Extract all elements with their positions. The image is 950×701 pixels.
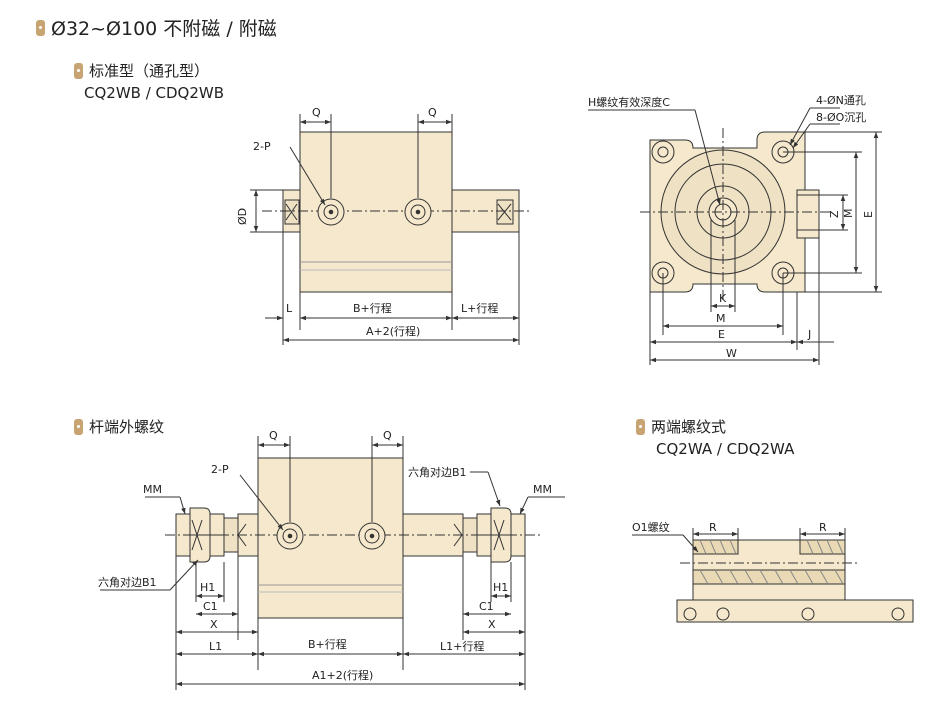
dim-b-stroke: B+行程 (353, 302, 392, 315)
dim-a1: A1+2(行程) (312, 669, 373, 682)
dim-x-left: X (210, 618, 218, 631)
dim-z: Z (828, 210, 841, 218)
dim-mm-right: MM (533, 483, 552, 496)
dim-h1-left: H1 (200, 581, 215, 594)
both-thread-labels: O1螺纹 R R (632, 520, 827, 534)
dim-w: W (726, 347, 737, 360)
rod-thread-title: 杆端外螺纹 (89, 418, 165, 436)
standard-front-view (588, 107, 882, 365)
bullet-icon (636, 418, 645, 435)
both-thread-header: 两端螺纹式 (636, 416, 726, 437)
rod-thread-view (100, 436, 565, 690)
both-thread-view (632, 528, 914, 623)
standard-front-labels: H螺纹有效深度C 4-ØN通孔 8-ØO沉孔 Z M E K M E J W (588, 94, 875, 360)
standard-header: 标准型（通孔型） (74, 60, 209, 81)
dim-e-bottom: E (718, 328, 725, 341)
dim-r-right: R (819, 521, 827, 534)
dim-l: L (286, 302, 293, 315)
dim-a2: A+2(行程) (366, 325, 420, 338)
dim-mm-left: MM (143, 483, 162, 496)
dim-r-left: R (709, 521, 717, 534)
dim-l1-stroke: L1+行程 (440, 640, 484, 653)
bullet-icon (36, 19, 45, 36)
dim-x-right: X (488, 618, 496, 631)
dim-o1: O1螺纹 (632, 520, 670, 534)
both-thread-title: 两端螺纹式 (651, 418, 727, 436)
standard-side-labels: Q Q 2-P ØD L B+行程 L+行程 A+2(行程) (236, 106, 498, 338)
dim-c1-right: C1 (479, 600, 494, 613)
dim-od: ØD (236, 208, 249, 225)
dim-n-holes: 4-ØN通孔 (816, 94, 866, 107)
section-title: Ø32~Ø100 不附磁 / 附磁 (51, 18, 277, 40)
dim-2p: 2-P (253, 140, 271, 153)
rod-thread-labels: Q Q 2-P MM MM 六角对边B1 六角对边B1 H1 H1 C1 C1 … (98, 429, 552, 682)
section-header: Ø32~Ø100 不附磁 / 附磁 (36, 14, 277, 41)
dim-m: M (842, 209, 855, 219)
dim-b-stroke: B+行程 (308, 638, 347, 651)
dim-q: Q (428, 106, 437, 119)
standard-model: CQ2WB / CDQ2WB (84, 84, 225, 102)
dim-o-holes: 8-ØO沉孔 (816, 111, 866, 124)
dim-h-thread: H螺纹有效深度C (588, 95, 670, 109)
dim-l1: L1 (209, 640, 222, 653)
standard-title: 标准型（通孔型） (89, 62, 210, 80)
dim-q: Q (312, 106, 321, 119)
dim-q: Q (269, 429, 278, 442)
dim-k: K (719, 292, 727, 305)
dim-hex-b1-right: 六角对边B1 (408, 465, 467, 479)
both-thread-model: CQ2WA / CDQ2WA (656, 440, 795, 458)
standard-side-view (250, 114, 530, 345)
dim-m-bottom: M (716, 312, 726, 325)
dim-c1-left: C1 (203, 600, 218, 613)
bullet-icon (74, 62, 83, 79)
dim-j: J (807, 328, 811, 341)
dim-2p: 2-P (211, 463, 229, 476)
dim-e: E (862, 211, 875, 218)
dim-h1-right: H1 (493, 581, 508, 594)
dim-q: Q (383, 429, 392, 442)
dim-hex-b1-left: 六角对边B1 (98, 575, 157, 589)
dim-l-stroke: L+行程 (461, 302, 498, 315)
rod-thread-header: 杆端外螺纹 (74, 416, 164, 437)
bullet-icon (74, 418, 83, 435)
